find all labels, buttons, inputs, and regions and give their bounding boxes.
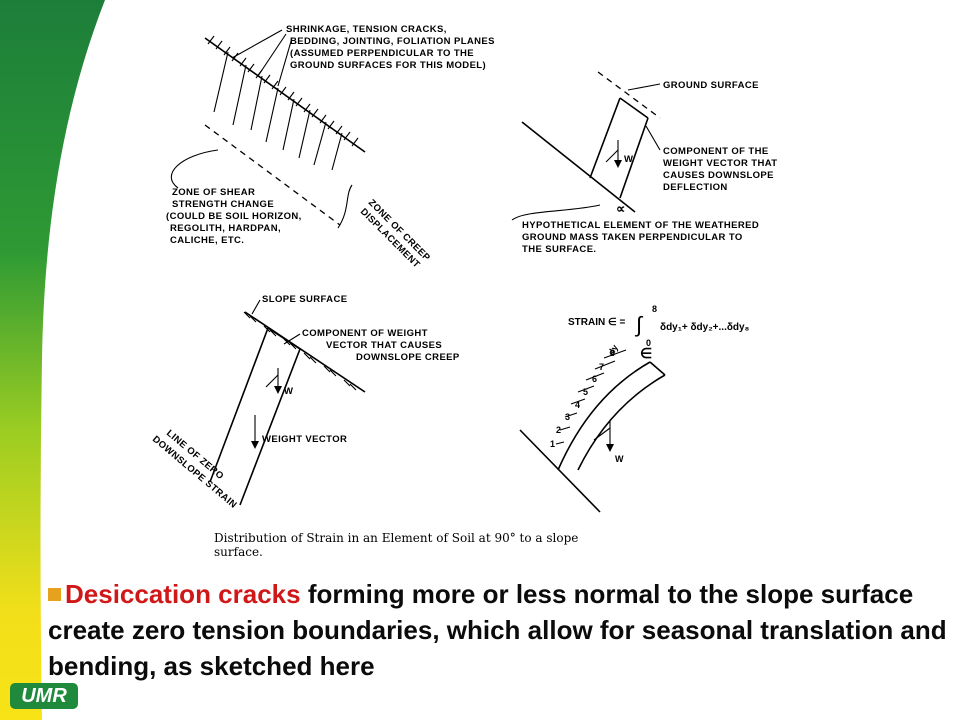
weight-w-label: W	[624, 154, 633, 165]
shear-label-line-3: (COULD BE SOIL HORIZON,	[166, 211, 302, 222]
panel-creep-zone: SHRINKAGE, TENSION CRACKS, BEDDING, JOIN…	[166, 24, 495, 271]
element-w-label: W	[615, 454, 624, 464]
strain-tick-3: 3	[565, 412, 570, 422]
weight-vector-label: WEIGHT VECTOR	[262, 434, 347, 445]
strain-equation-lhs: STRAIN ∈ =	[568, 317, 625, 328]
strain-tick-2: 2	[556, 425, 561, 435]
bullet-square-icon	[48, 588, 61, 601]
panel-strain-distribution: STRAIN ∈ = ∫ 8 0 δdy₁+ δdy₂+...δdy₈ dy ∈…	[519, 304, 750, 513]
panel-ground-element: GROUND SURFACE COMPONENT OF THE WEIGHT V…	[511, 71, 778, 255]
strain-equation-terms: δdy₁+ δdy₂+...δdy₈	[660, 322, 750, 333]
slope-surface-label: SLOPE SURFACE	[262, 294, 347, 305]
hypothetical-label-line-1: HYPOTHETICAL ELEMENT OF THE WEATHERED	[522, 220, 759, 231]
alpha-symbol: ∝	[616, 201, 626, 216]
panel-slope-element: SLOPE SURFACE COMPONENT OF WEIGHT VECTOR…	[150, 294, 460, 511]
deflection-label-line-1: COMPONENT OF THE	[663, 146, 769, 157]
strain-tick-7: 7	[599, 362, 604, 372]
ground-surface-label: GROUND SURFACE	[663, 80, 759, 91]
cracks-label-line-4: GROUND SURFACES FOR THIS MODEL)	[290, 60, 486, 71]
integral-symbol: ∫	[634, 312, 644, 337]
shear-label-line-2: STRENGTH CHANGE	[172, 199, 274, 210]
hypothetical-label-line-3: THE SURFACE.	[522, 244, 596, 255]
strain-tick-5: 5	[583, 387, 588, 397]
integral-lower-limit: 0	[646, 338, 651, 348]
soil-strain-figure: SHRINKAGE, TENSION CRACKS, BEDDING, JOIN…	[150, 24, 778, 559]
shear-label-line-1: ZONE OF SHEAR	[172, 187, 255, 198]
strain-tick-1: 1	[550, 439, 555, 449]
creep-component-label-line-3: DOWNSLOPE CREEP	[356, 352, 460, 363]
creep-component-label-line-2: VECTOR THAT CAUSES	[326, 340, 442, 351]
deflection-label-line-4: DEFLECTION	[663, 182, 728, 193]
figure-caption-line-2: surface.	[214, 545, 263, 559]
strain-tick-4: 4	[575, 400, 580, 410]
cracks-label-line-3: (ASSUMED PERPENDICULAR TO THE	[290, 48, 474, 59]
cracks-label-line-1: SHRINKAGE, TENSION CRACKS,	[286, 24, 447, 35]
dy-label: dy	[606, 343, 620, 357]
umr-logo: UMR	[10, 683, 78, 709]
creep-component-label-line-1: COMPONENT OF WEIGHT	[302, 328, 428, 339]
cracks-label-line-2: BEDDING, JOINTING, FOLIATION PLANES	[290, 36, 495, 47]
figure-caption-line-1: Distribution of Strain in an Element of …	[214, 531, 578, 545]
deflection-label-line-2: WEIGHT VECTOR THAT	[663, 158, 778, 169]
hypothetical-label-line-2: GROUND MASS TAKEN PERPENDICULAR TO	[522, 232, 743, 243]
highlighted-term: Desiccation cracks	[65, 579, 301, 609]
strain-tick-8: 8	[610, 348, 615, 358]
deflection-label-line-3: CAUSES DOWNSLOPE	[663, 170, 774, 181]
slide-body-text: Desiccation cracks forming more or less …	[48, 576, 953, 684]
integral-upper-limit: 8	[652, 304, 657, 314]
body-sentence: forming more or less normal to the slope…	[48, 579, 947, 681]
shear-label-line-5: CALICHE, ETC.	[170, 235, 244, 246]
epsilon-label: ∈	[640, 345, 652, 361]
slope-w-label: W	[284, 386, 293, 397]
shear-label-line-4: REGOLITH, HARDPAN,	[170, 223, 281, 234]
strain-tick-6: 6	[592, 374, 597, 384]
